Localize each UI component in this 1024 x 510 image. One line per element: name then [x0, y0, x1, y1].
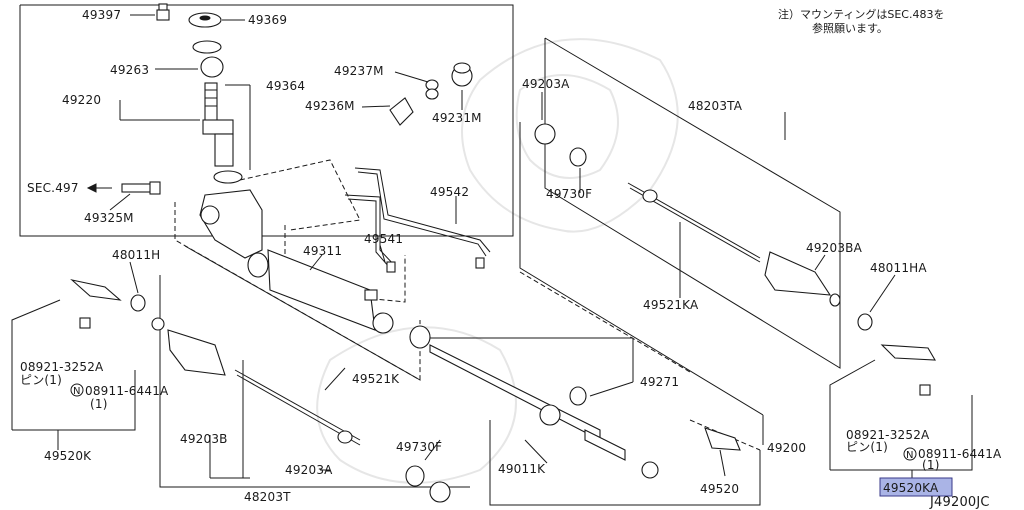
clamp-49203A-top — [534, 123, 556, 145]
label-49263[interactable]: 49263 — [110, 63, 149, 77]
label-49520KA[interactable]: 49520KA — [883, 481, 939, 495]
tie-rod-end-right — [880, 344, 936, 396]
lower-rack-box — [489, 420, 761, 506]
small-ring — [364, 289, 378, 301]
label-49541[interactable]: 49541 — [364, 232, 403, 246]
rack-dash-2 — [689, 419, 761, 451]
rack-bar — [429, 344, 626, 461]
n-circle-left — [70, 383, 84, 397]
boot-49231M — [451, 62, 473, 87]
n-circle-right — [903, 447, 917, 461]
watermark-emblem — [316, 38, 679, 484]
label-08911-left[interactable]: 08911-6441A — [85, 384, 169, 398]
bolt-49325M — [121, 181, 161, 195]
ring-49271 — [569, 386, 587, 406]
left-subkit-line-2 — [12, 370, 136, 431]
note-line2: 参照願います。 — [812, 21, 888, 35]
bolt-49397 — [156, 3, 170, 21]
right-subkit-line — [829, 359, 876, 470]
ring-rack-right — [641, 461, 659, 479]
label-49730F-top[interactable]: 49730F — [546, 187, 592, 201]
tie-rod-inner-left — [234, 369, 361, 446]
label-49730F-bot[interactable]: 49730F — [396, 440, 442, 454]
cap-49369 — [188, 12, 222, 28]
label-49200[interactable]: 49200 — [767, 441, 806, 455]
label-49220[interactable]: 49220 — [62, 93, 101, 107]
clamp-left — [151, 317, 165, 331]
label-08921-right[interactable]: 08921-3252A — [846, 428, 930, 442]
label-49520[interactable]: 49520 — [700, 482, 739, 496]
boot-49203BA — [764, 251, 841, 307]
tie-rod-end-left — [70, 279, 122, 329]
rack-frame-left — [519, 122, 764, 416]
label-49271[interactable]: 49271 — [640, 375, 679, 389]
housing-dash-1 — [174, 202, 421, 381]
label-n-left: N — [73, 386, 81, 397]
label-08921-left[interactable]: 08921-3252A — [20, 360, 104, 374]
label-49236M[interactable]: 49236M — [305, 99, 355, 113]
label-49231M[interactable]: 49231M — [432, 111, 482, 125]
boot-49203B — [167, 329, 226, 376]
label-49311[interactable]: 49311 — [303, 244, 342, 258]
label-48011H[interactable]: 48011H — [112, 248, 160, 262]
label-n-right: N — [906, 450, 914, 461]
boot-49520 — [704, 427, 741, 451]
highlight-49520KA — [879, 477, 953, 497]
label-49521KA[interactable]: 49521KA — [643, 298, 699, 312]
left-subkit-line — [11, 299, 61, 430]
label-49203A-bot[interactable]: 49203A — [285, 463, 333, 477]
sleeve — [372, 312, 394, 334]
spring-49237M — [425, 79, 439, 100]
label-48203TA[interactable]: 48203TA — [688, 99, 743, 113]
diagram-code: J49200JC — [929, 495, 990, 510]
pinion-49220 — [202, 82, 243, 184]
label-qty-left: (1) — [90, 397, 108, 411]
label-49397[interactable]: 49397 — [82, 8, 121, 22]
label-49364[interactable]: 49364 — [266, 79, 305, 93]
label-49011K[interactable]: 49011K — [498, 462, 546, 476]
ring-49730F-top — [569, 147, 587, 167]
label-48011HA[interactable]: 48011HA — [870, 261, 927, 275]
label-pin-left: ピン(1) — [20, 373, 62, 387]
label-49325M[interactable]: 49325M — [84, 211, 134, 225]
plug-49236M — [389, 97, 414, 126]
right-subkit-line-2 — [830, 395, 973, 471]
label-pin-right: ピン(1) — [846, 440, 888, 454]
label-49369[interactable]: 49369 — [248, 13, 287, 27]
clamp-49203A-bot — [429, 481, 451, 503]
label-49520K[interactable]: 49520K — [44, 449, 92, 463]
label-49203B[interactable]: 49203B — [180, 432, 228, 446]
label-48203T[interactable]: 48203T — [244, 490, 291, 504]
housing-dash-2 — [239, 159, 361, 231]
label-49542[interactable]: 49542 — [430, 185, 469, 199]
note-line1: 注）マウンティングはSEC.483を — [778, 7, 944, 21]
ring-49730F-bot — [405, 465, 425, 487]
rack-dash-1 — [519, 271, 691, 373]
sec497-arrow-icon — [86, 183, 112, 193]
upper-box — [19, 4, 514, 237]
nut-48011H — [130, 294, 146, 312]
label-49521K[interactable]: 49521K — [352, 372, 400, 386]
nut-48011HA — [857, 313, 873, 331]
label-qty-right: (1) — [922, 458, 940, 472]
label-49203BA[interactable]: 49203BA — [806, 241, 863, 255]
left-kit-frame — [159, 275, 470, 488]
seal-49263 — [192, 40, 224, 78]
right-kit-frame — [544, 37, 841, 369]
label-sec497[interactable]: SEC.497 — [27, 181, 79, 195]
label-08911-right[interactable]: 08911-6441A — [918, 447, 1002, 461]
ring-rack-left — [409, 325, 431, 349]
label-49203A-top[interactable]: 49203A — [522, 77, 570, 91]
pipe-49542 — [344, 167, 491, 273]
leader-lines — [109, 14, 896, 479]
label-49237M[interactable]: 49237M — [334, 64, 384, 78]
housing-body — [199, 189, 376, 331]
tie-rod-inner-right — [627, 182, 761, 263]
